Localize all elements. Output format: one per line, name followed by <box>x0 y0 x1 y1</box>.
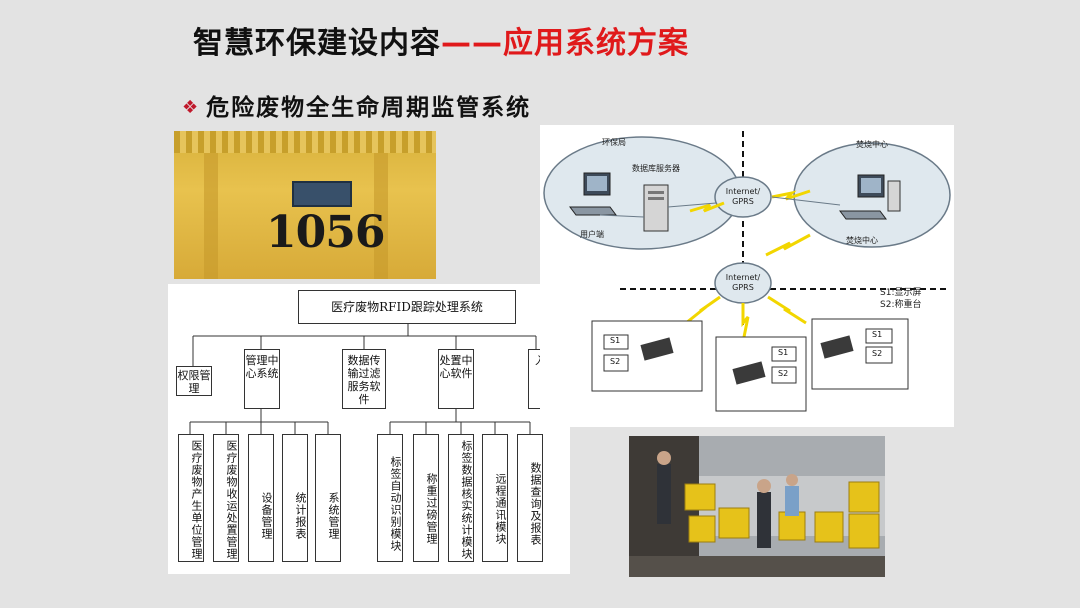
label-incin-top: 焚烧中心 <box>856 139 888 150</box>
org-leaf: 远程通讯模块 <box>482 434 508 562</box>
org-leaf: 数据查询及报表 <box>517 434 543 562</box>
org-root: 医疗废物RFID跟踪处理系统 <box>298 290 516 324</box>
bin-lid <box>174 131 436 153</box>
org-leaf: 医疗废物收运处置管理 <box>213 434 239 562</box>
station-s1-label: S1 <box>610 336 620 345</box>
loading-scene <box>629 436 885 577</box>
station-s2-label: S2 <box>610 357 620 366</box>
station-s2-label: S2 <box>778 369 788 378</box>
diamond-bullet-icon: ❖ <box>182 97 200 118</box>
bin-number: 1056 <box>266 207 384 258</box>
org-l1-disposal: 处置中心软件 <box>438 349 474 409</box>
waste-loading-photo <box>629 436 885 577</box>
network-diagram: 环保局 数据库服务器 用户端 焚烧中心 焚烧中心 Internet/ GPRS … <box>540 125 954 427</box>
org-leaf: 统计报表 <box>282 434 308 562</box>
org-leaf: 系统管理 <box>315 434 341 562</box>
org-leaf: 称重过磅管理 <box>413 434 439 562</box>
rfid-tag <box>292 181 352 207</box>
label-db-server: 数据库服务器 <box>632 163 680 174</box>
label-incin-bottom: 焚烧中心 <box>846 235 878 246</box>
slide-title: 智慧环保建设内容——应用系统方案 <box>193 18 689 62</box>
org-l1-management: 管理中心系统 <box>244 349 280 409</box>
station-s1-label: S1 <box>778 348 788 357</box>
org-leaf: 标签自动识别模块 <box>377 434 403 562</box>
label-env-bureau: 环保局 <box>602 137 626 148</box>
label-user-end: 用户端 <box>580 229 604 240</box>
rfid-system-org-chart: 医疗废物RFID跟踪处理系统 权限管理 管理中心系统 数据传输过滤服务软件 处置… <box>168 284 570 574</box>
section-heading-text: 危险废物全生命周期监管系统 <box>206 95 531 121</box>
org-leaf: 设备管理 <box>248 434 274 562</box>
bin-rib <box>204 153 218 279</box>
legend-s2: S2:称重台 <box>880 299 921 311</box>
section-heading: ❖ 危险废物全生命周期监管系统 <box>182 88 531 122</box>
station-s1-label: S1 <box>872 330 882 339</box>
label-cloud-mid: Internet/ GPRS <box>718 273 768 293</box>
org-l1-permission: 权限管理 <box>176 366 212 396</box>
legend: S1:显示屏 S2:称重台 <box>880 287 921 311</box>
station-s2-label: S2 <box>872 349 882 358</box>
db-server-icon <box>644 185 668 231</box>
org-l1-data-transfer: 数据传输过滤服务软件 <box>342 349 386 409</box>
title-main: 智慧环保建设内容 <box>193 26 441 61</box>
waste-bin-photo: 1056 <box>174 131 436 279</box>
legend-s1: S1:显示屏 <box>880 287 921 299</box>
label-cloud-top: Internet/ GPRS <box>718 187 768 207</box>
org-leaf: 标签数据核实统计模块 <box>448 434 474 562</box>
env-bureau-zone <box>544 137 740 249</box>
title-subtitle: ——应用系统方案 <box>441 26 689 61</box>
org-leaf: 医疗废物产生单位管理 <box>178 434 204 562</box>
